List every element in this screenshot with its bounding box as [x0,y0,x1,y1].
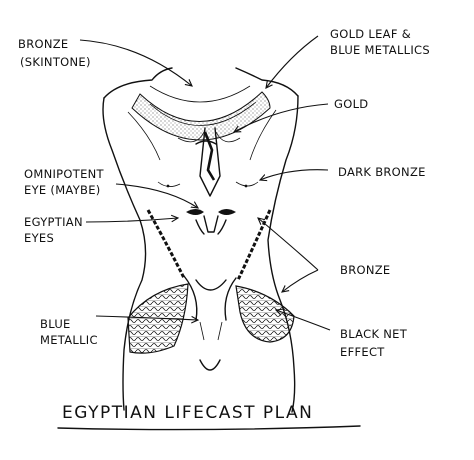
torso-outline [102,67,299,413]
label-blue: BLUE [40,317,71,331]
leader-lines [79,35,331,331]
label-bronze-skintone: BRONZE [18,37,68,51]
label-metallic: METALLIC [40,333,98,347]
center-pendant [177,127,241,197]
egyptian-eyes [186,209,236,235]
label-effect: EFFECT [340,345,385,359]
title-underline [57,425,361,431]
label-gold-leaf: GOLD LEAF & [330,27,411,41]
label-dark-bronze: DARK BRONZE [338,165,426,179]
lower-center [195,279,227,371]
net-panels [127,283,295,354]
label-eye-maybe: EYE (MAYBE) [24,183,101,197]
label-blue-metallics: BLUE METALLICS [330,43,430,57]
label-bronze-skintone-sub: (SKINTONE) [20,55,91,69]
label-bronze: BRONZE [340,263,390,277]
label-black-net: BLACK NET [340,327,408,341]
label-eyes: EYES [24,231,54,245]
label-egyptian: EGYPTIAN [24,215,83,229]
collar [131,91,271,141]
chest-details [157,181,259,188]
label-omnipotent: OMNIPOTENT [24,167,105,181]
page-title: EGYPTIAN LIFECAST PLAN [62,403,313,423]
label-gold: GOLD [334,97,368,111]
